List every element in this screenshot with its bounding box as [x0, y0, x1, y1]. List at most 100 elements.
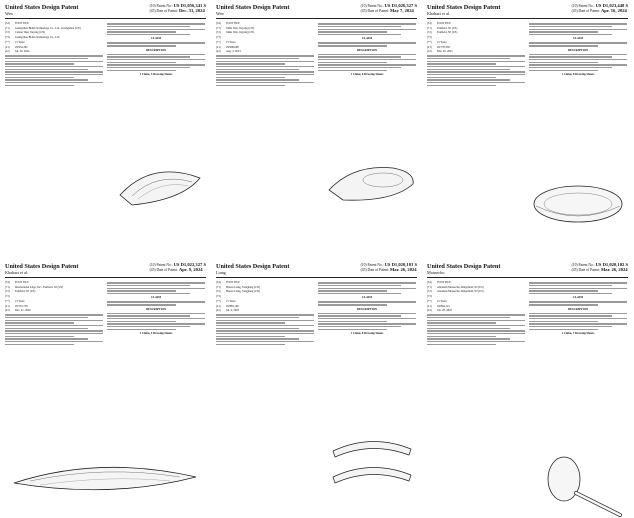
applicant-field: Fairfield, NJ (US) — [437, 26, 458, 30]
inventor-field: Huaxu Liang, Yangjiang (CN) — [226, 290, 260, 294]
description-text — [318, 53, 416, 72]
patent-number-label: (10) Patent No.: — [571, 4, 595, 8]
filed-field: Jul. 4, 2023 — [226, 309, 240, 313]
left-column: (54)FOOT FILE (71)Jinhu Wen, Jieyang (CN… — [216, 22, 314, 88]
patent-page-2: United States Design Patent Wen (10) Pat… — [211, 0, 422, 259]
description-text — [529, 312, 627, 331]
right-column: CLAIM DESCRIPTION 1 Claim, 6 Drawing She… — [318, 22, 416, 88]
inventor-field: Fairfield, NJ (US) — [15, 290, 36, 294]
claim-title: CLAIM — [573, 36, 583, 41]
term-field: 15 Years — [437, 299, 447, 303]
patent-date: Mar. 26, 2024 — [600, 266, 628, 272]
inventor-name: Wen — [5, 11, 13, 16]
patent-date: Mar. 26, 2024 — [389, 266, 417, 272]
sheets-footer: 1 Claim, 6 Drawing Sheets — [350, 72, 384, 77]
right-column: CLAIM DESCRIPTION 1 Claim, 5 Drawing She… — [107, 281, 205, 347]
right-column: CLAIM DESCRIPTION 1 Claim, 3 Drawing She… — [107, 22, 205, 88]
claim-text — [107, 301, 205, 306]
right-column: CLAIM DESCRIPTION 1 Claim, 8 Drawing She… — [529, 22, 627, 88]
claim-text — [107, 42, 205, 47]
inventor-name: Khabazi et al. — [5, 270, 29, 275]
title-field: FOOT FILE — [15, 22, 29, 25]
patent-header: United States Design Patent Liang (10) P… — [216, 262, 417, 278]
title-field: FOOT FILE — [437, 281, 451, 284]
claim-title: CLAIM — [362, 295, 372, 300]
body-text — [427, 55, 525, 87]
claim-text — [529, 301, 627, 306]
office-title: United States Design Patent — [427, 263, 501, 270]
appl-no-field: 29/954,361 — [15, 45, 28, 49]
claim-title: CLAIM — [151, 36, 161, 41]
patent-page-1: United States Design Patent Wen (10) Pat… — [0, 0, 211, 259]
sheets-footer: 1 Claim, 7 Drawing Sheets — [561, 331, 595, 336]
sheets-footer: 1 Claim, 8 Drawing Sheets — [350, 331, 384, 336]
office-title: United States Design Patent — [216, 263, 290, 270]
appl-no-field: 29/804,113 — [437, 304, 450, 308]
assignee-field: Guangzhou Bidun Technology Co., Ltd. — [15, 36, 60, 40]
patent-date: May 7, 2024 — [389, 7, 414, 13]
patent-number: US D1,026,327 S — [384, 3, 417, 8]
term-field: 15 Years — [15, 299, 25, 303]
filed-field: Mar. 29, 2021 — [437, 50, 453, 54]
sheets-footer: 1 Claim, 5 Drawing Sheets — [139, 331, 173, 336]
left-column: (54)FOOT FILE (71)Guangzhou Bidun Techno… — [5, 22, 103, 88]
description-text — [107, 53, 205, 72]
assignee-field — [15, 295, 103, 299]
citations-text — [107, 282, 205, 295]
body-text — [427, 314, 525, 346]
description-title: DESCRIPTION — [567, 47, 589, 52]
assignee-field — [226, 295, 314, 299]
patent-number: US D1,022,327 S — [173, 262, 206, 267]
patent-date: Apr. 9, 2024 — [178, 266, 203, 272]
description-title: DESCRIPTION — [356, 306, 378, 311]
filed-field: Jan. 20, 2022 — [437, 309, 452, 313]
description-text — [107, 312, 205, 331]
left-column: (54)FOOT FILE (71)Huaxu Liang, Yangjiang… — [216, 281, 314, 347]
patent-date-label: (45) Date of Patent: — [571, 8, 601, 13]
patent-date-label: (45) Date of Patent: — [149, 8, 179, 13]
sheets-footer: 1 Claim, 8 Drawing Sheets — [561, 72, 595, 77]
foot-file-drawing — [526, 170, 623, 240]
citations-text — [318, 23, 416, 36]
assignee-field — [226, 36, 314, 40]
title-field: FOOT FILE — [226, 22, 240, 25]
inventor-field: Fairfield, NJ (US) — [437, 31, 458, 35]
patent-header: United States Design Patent Mousecho (10… — [427, 262, 628, 278]
patent-date-label: (45) Date of Patent: — [571, 267, 601, 272]
foot-file-drawing — [10, 449, 200, 509]
citations-text — [529, 282, 627, 295]
applicant-field: International Edge, Inc., Fairfield, NJ … — [15, 285, 64, 289]
claim-text — [318, 301, 416, 306]
patent-number: US D1,020,103 S — [384, 262, 417, 267]
inventor-name: Liang — [216, 270, 226, 275]
inventor-name: Wen — [216, 11, 224, 16]
body-text — [5, 314, 103, 346]
claim-title: CLAIM — [362, 36, 372, 41]
patent-header: United States Design Patent Wen (10) Pat… — [216, 3, 417, 19]
office-title: United States Design Patent — [5, 263, 79, 270]
patent-number: US D1,056,341 S — [173, 3, 206, 8]
foot-file-drawing — [323, 150, 419, 220]
appl-no-field: 29/908,608 — [226, 45, 239, 49]
inventor-field: Abraham Mousecho, Ridgefield, NJ (US) — [437, 290, 484, 294]
patent-number-label: (10) Patent No.: — [571, 263, 595, 267]
patent-number: US D1,023,448 S — [595, 3, 628, 8]
patent-date-label: (45) Date of Patent: — [360, 8, 390, 13]
left-column: (54)FOOT FILE (71)International Edge, In… — [5, 281, 103, 347]
description-title: DESCRIPTION — [145, 47, 167, 52]
patent-number-label: (10) Patent No.: — [360, 263, 384, 267]
citations-text — [107, 23, 205, 36]
patent-date: Apr. 16, 2024 — [600, 7, 627, 13]
term-field: 15 Years — [437, 40, 447, 44]
patent-number-label: (10) Patent No.: — [149, 4, 173, 8]
body-text — [216, 55, 314, 87]
patent-header: United States Design Patent Khabazi et a… — [5, 262, 206, 278]
patent-header: United States Design Patent Khabazi et a… — [427, 3, 628, 19]
left-column: (54)FOOT FILE (71)Fairfield, NJ (US) (72… — [427, 22, 525, 88]
body-text — [5, 55, 103, 87]
appl-no-field: 29/778,338 — [437, 45, 450, 49]
applicant-field: Huaxu Liang, Yangjiang (CN) — [226, 285, 260, 289]
claim-title: CLAIM — [151, 295, 161, 300]
claim-title: CLAIM — [573, 295, 583, 300]
